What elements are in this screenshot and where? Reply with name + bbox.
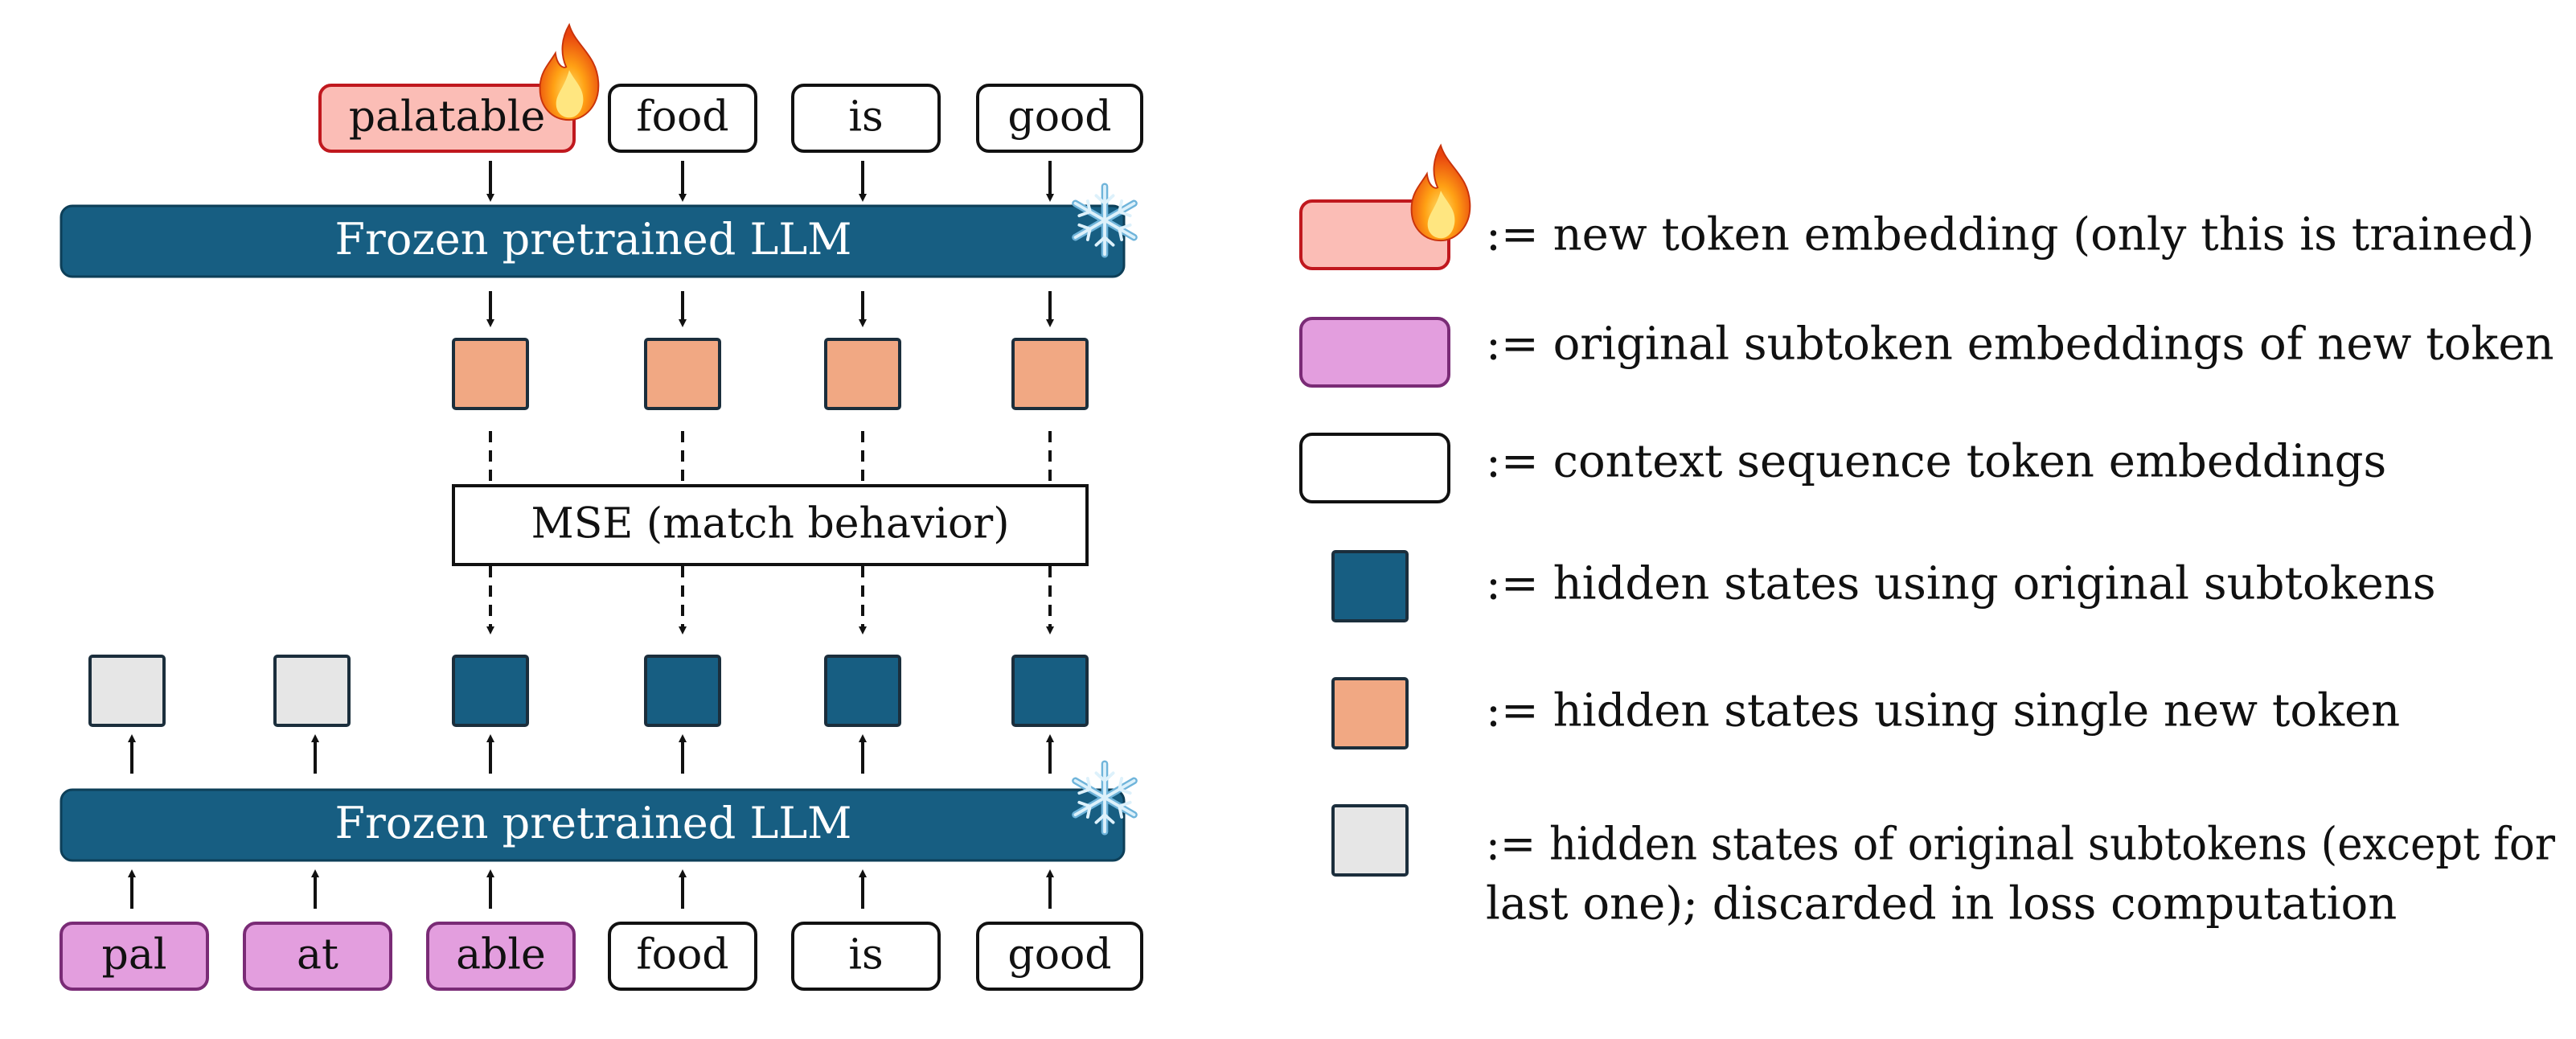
arrows-tokens-to-top-llm [486,161,1054,202]
fire-icon [539,23,600,121]
legend-swatch-hidden-discarded [1331,804,1409,877]
legend-swatch-hidden-new [1331,677,1409,749]
bottom-token-label: able [456,931,546,979]
legend: := new token embedding (only this is tra… [1299,144,2555,930]
top-token-label: is [848,93,883,142]
hidden-state-new-square [452,338,529,410]
arrows-bottom-llm-to-hidden [128,734,1054,774]
mse-block: MSE (match behavior) [452,484,1089,566]
hidden-state-discarded-square [88,655,166,727]
context-token-box [976,84,1143,153]
subtoken-box [426,922,576,991]
bottom-token-label: pal [102,931,167,979]
hidden-state-original-square [452,655,529,727]
top-llm-label: Frozen pretrained LLM [335,214,852,265]
hidden-states-new-row [452,338,1089,410]
context-token-box [791,922,941,991]
legend-item-context: := context sequence token embeddings [1299,433,2386,503]
context-token-box [608,84,757,153]
hidden-states-original-row [88,655,1089,727]
hidden-state-original-square [644,655,721,727]
hidden-state-new-square [824,338,901,410]
legend-label: last one); discarded in loss computation [1486,878,2397,930]
legend-item-hidden-original: := hidden states using original subtoken… [1331,550,2436,622]
bottom-token-label: good [1007,931,1111,979]
top-token-label: palatable [349,93,546,142]
bottom-token-at: at [243,922,392,991]
bottom-token-able: able [426,922,576,991]
legend-swatch-subtoken [1299,317,1450,388]
arrows-tokens-to-bottom-llm [128,869,1054,909]
legend-item-subtoken: := original subtoken embeddings of new t… [1299,317,2554,388]
bottom-token-row: pal at able food is good [59,922,1143,991]
top-token-palatable: palatable [318,84,576,153]
legend-swatch-context [1299,433,1450,503]
top-token-row: palatable food is good [318,23,1143,153]
legend-label: := hidden states of original subtokens (… [1486,819,2555,871]
legend-label: := hidden states using original subtoken… [1486,558,2436,610]
hidden-state-original-square [1011,655,1089,727]
mse-box [452,484,1089,566]
bottom-token-label: at [297,931,338,979]
bottom-llm-block: Frozen pretrained LLM [59,764,1134,862]
bottom-token-label: food [636,931,728,979]
hidden-state-original-square [824,655,901,727]
legend-label: := new token embedding (only this is tra… [1486,209,2534,261]
subtoken-box [243,922,392,991]
top-token-food: food [608,84,757,153]
context-token-box [608,922,757,991]
subtoken-box [59,922,209,991]
legend-label: := original subtoken embeddings of new t… [1486,318,2554,371]
top-token-good: good [976,84,1143,153]
context-token-box [791,84,941,153]
hidden-state-new-square [1011,338,1089,410]
legend-item-hidden-new: := hidden states using single new token [1331,677,2400,749]
bottom-token-is: is [791,922,941,991]
top-token-label: food [636,93,728,142]
top-llm-block: Frozen pretrained LLM [59,187,1134,278]
fire-icon [1410,144,1471,242]
hidden-state-new-square [644,338,721,410]
llm-bar [59,788,1126,862]
context-token-box [976,922,1143,991]
legend-label: := context sequence token embeddings [1486,436,2386,488]
mse-label: MSE (match behavior) [531,500,1009,548]
hidden-state-discarded-square [273,655,351,727]
top-token-is: is [791,84,941,153]
bottom-token-good: good [976,922,1143,991]
llm-bar [59,204,1126,278]
bottom-llm-label: Frozen pretrained LLM [335,798,852,848]
legend-swatch-hidden-original [1331,550,1409,622]
legend-item-hidden-discarded: := hidden states of original subtokens (… [1331,804,2555,930]
bottom-token-label: is [848,931,883,979]
bottom-token-pal: pal [59,922,209,991]
legend-label: := hidden states using single new token [1486,685,2400,737]
dashed-to-mse [489,431,1052,484]
top-token-label: good [1007,93,1111,142]
legend-item-new-token: := new token embedding (only this is tra… [1299,144,2534,270]
dashed-arrows-from-mse [486,566,1054,634]
arrows-top-llm-to-hidden [486,291,1054,327]
bottom-token-food: food [608,922,757,991]
